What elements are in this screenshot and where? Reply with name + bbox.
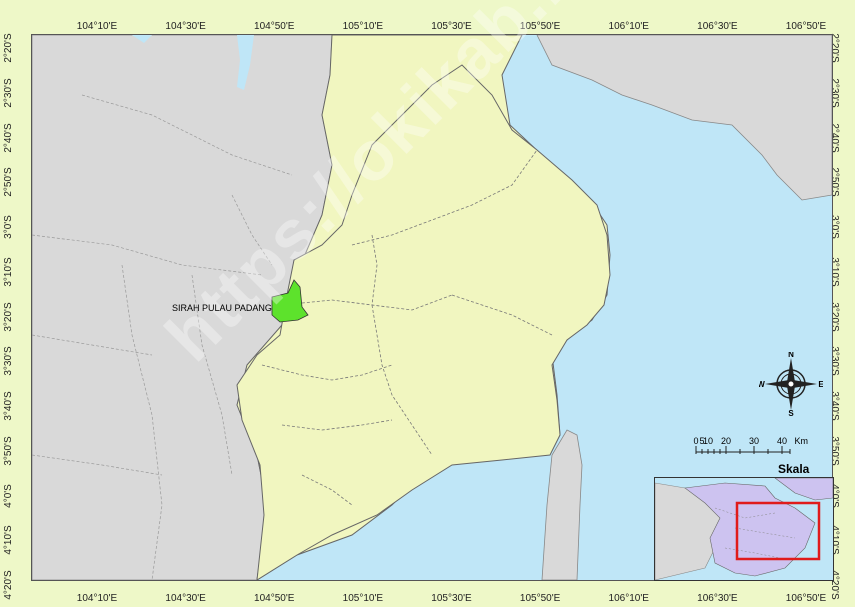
bottom-lon-label: 104°50'E [254, 593, 295, 604]
bottom-lon-label: 105°30'E [431, 593, 472, 604]
scale-tick-label: 20 [721, 436, 731, 446]
top-lon-label: 106°30'E [697, 21, 738, 32]
outside-land-southeast [541, 429, 583, 580]
left-lat-label: 3°50'S [3, 436, 14, 466]
top-lon-label: 105°50'E [519, 21, 561, 32]
inset-locator-map [654, 477, 834, 581]
left-lat-label: 2°20'S [3, 33, 14, 63]
left-lat-label: 3°0'S [3, 215, 14, 239]
compass-rose-icon: N S W E [757, 350, 824, 418]
inset-extent-box [735, 501, 821, 561]
inset-province [684, 482, 816, 577]
scale-tick-label: 10 [703, 436, 713, 446]
left-lat-label: 2°50'S [3, 167, 14, 197]
bottom-lon-label: 106°50'E [785, 593, 827, 604]
left-lat-label: 2°30'S [3, 78, 14, 108]
region-oki-body[interactable] [236, 64, 611, 580]
top-lon-label: 104°30'E [165, 21, 206, 32]
scale-tick-label: 5 [699, 436, 704, 446]
outside-land-northeast [536, 35, 832, 201]
place-label-sirah-pulau-padang: SIRAH PULAU PADANG [172, 303, 272, 313]
river-inlet [237, 35, 254, 90]
bottom-lon-label: 106°10'E [608, 593, 649, 604]
top-lon-label: 106°10'E [608, 21, 649, 32]
compass-s: S [788, 409, 794, 416]
left-lat-label: 3°10'S [3, 257, 14, 287]
top-lon-label: 104°50'E [254, 21, 295, 32]
bottom-lon-label: 104°10'E [76, 593, 118, 604]
outside-land-boundaries [32, 94, 293, 580]
scale-title: Skala [778, 462, 810, 476]
highlight-sirah-pulau-padang[interactable] [271, 279, 309, 323]
left-lat-label: 3°30'S [3, 346, 14, 376]
top-lon-label: 105°30'E [431, 21, 472, 32]
compass-w: W [759, 380, 765, 389]
scale-tick-label: 0 [693, 436, 698, 446]
scale-unit: Km [795, 436, 809, 446]
bottom-lon-label: 105°10'E [342, 593, 384, 604]
top-lon-label: 104°10'E [76, 21, 118, 32]
district-boundaries [261, 149, 553, 506]
bottom-lon-label: 105°50'E [519, 593, 561, 604]
scale-tick-label: 40 [777, 436, 787, 446]
left-lat-label: 4°20'S [3, 570, 14, 600]
left-lat-label: 4°10'S [3, 525, 14, 555]
left-lat-label: 3°40'S [3, 391, 14, 421]
inset-bangka [774, 478, 833, 501]
map-svg [32, 35, 832, 580]
bottom-lon-label: 106°30'E [697, 593, 738, 604]
compass-e: E [818, 380, 823, 389]
left-lat-label: 2°40'S [3, 122, 14, 153]
top-lon-label: 106°50'E [785, 21, 827, 32]
top-lon-label: 105°10'E [342, 21, 384, 32]
river-inlet-small [132, 35, 152, 43]
compass-n: N [788, 352, 794, 359]
left-lat-label: 3°20'S [3, 301, 14, 332]
left-lat-label: 4°0'S [3, 483, 14, 508]
scale-tick-label: 30 [749, 436, 759, 446]
bottom-lon-label: 104°30'E [165, 593, 206, 604]
